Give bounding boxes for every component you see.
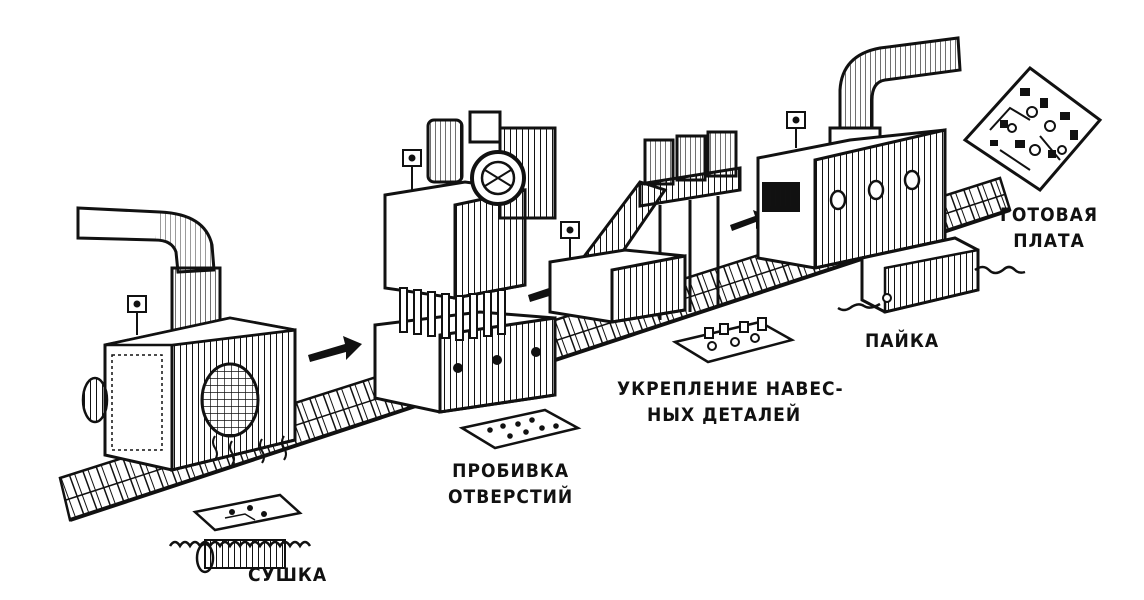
- stage-label-line: ГОТОВАЯ: [1000, 204, 1099, 226]
- stage-label-line: ПЛАТА: [1013, 230, 1085, 252]
- stage-label-finished: ГОТОВАЯ ПЛАТА: [1000, 202, 1098, 254]
- punching-machine: [373, 110, 582, 450]
- stage-label-line: ПАЙКА: [865, 330, 940, 352]
- stage-label-line: СУШКА: [248, 564, 328, 586]
- stage-label-line: ОТВЕРСТИЙ: [448, 486, 574, 508]
- arrow-icon: [308, 336, 362, 362]
- stage-label-punching: ПРОБИВКА ОТВЕРСТИЙ: [448, 458, 573, 510]
- soldering-machine: [756, 36, 1026, 314]
- stage-label-drying: СУШКА: [248, 562, 327, 588]
- finished-board: [962, 65, 1103, 192]
- stage-label-line: НЫХ ДЕТАЛЕЙ: [647, 404, 802, 426]
- stage-label-soldering: ПАЙКА: [865, 328, 939, 354]
- stage-label-mounting: УКРЕПЛЕНИЕ НАВЕС- НЫХ ДЕТАЛЕЙ: [617, 376, 844, 428]
- drying-machine: [76, 206, 312, 574]
- mounting-machine: [548, 130, 796, 364]
- stage-label-line: УКРЕПЛЕНИЕ НАВЕС-: [617, 378, 844, 400]
- stage-label-line: ПРОБИВКА: [452, 460, 570, 482]
